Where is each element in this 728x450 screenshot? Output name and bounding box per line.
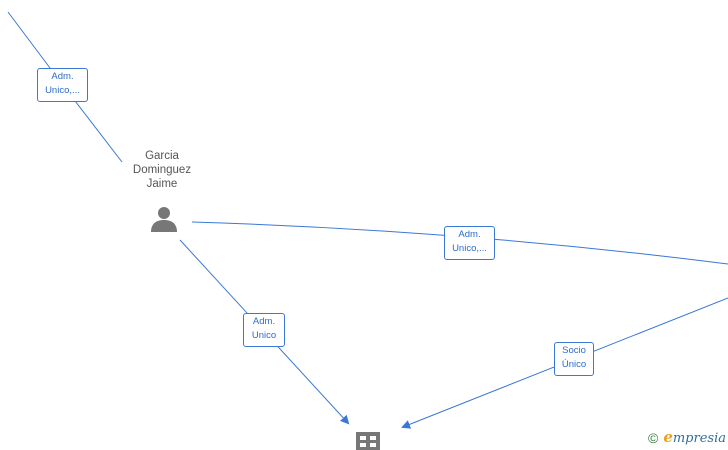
copyright-icon: ©: [647, 429, 659, 446]
relation-label-2-line-1: Adm.: [458, 229, 481, 240]
brand-logo: empresia: [663, 428, 726, 447]
relation-label-1-line-2: Unico,...: [45, 85, 80, 96]
relation-label-4[interactable]: Socio Único: [554, 342, 594, 376]
relation-label-3-line-1: Adm.: [252, 316, 276, 327]
brand-name: mpresia: [672, 431, 726, 446]
person-name-line-1: Garcia: [145, 150, 179, 162]
relation-label-2-line-2: Unico,...: [452, 243, 487, 254]
relation-label-1[interactable]: Adm. Unico,...: [37, 68, 88, 102]
relation-label-1-line-1: Adm.: [51, 71, 74, 82]
brand-logo-e: e: [663, 428, 673, 446]
relation-label-3[interactable]: Adm. Unico: [243, 313, 285, 347]
relation-label-3-line-2: Unico: [251, 330, 277, 341]
brand-watermark: © empresia: [648, 428, 726, 447]
person-name[interactable]: Garcia Dominguez Jaime: [112, 149, 212, 191]
relation-label-2[interactable]: Adm. Unico,...: [444, 226, 495, 260]
building-icon[interactable]: [356, 432, 380, 450]
relation-label-4-line-1: Socio: [562, 345, 586, 356]
person-icon[interactable]: [149, 203, 179, 233]
person-name-line-2: Dominguez: [132, 164, 192, 176]
person-name-line-3: Jaime: [146, 178, 178, 190]
relation-label-4-line-2: Único: [561, 359, 587, 370]
